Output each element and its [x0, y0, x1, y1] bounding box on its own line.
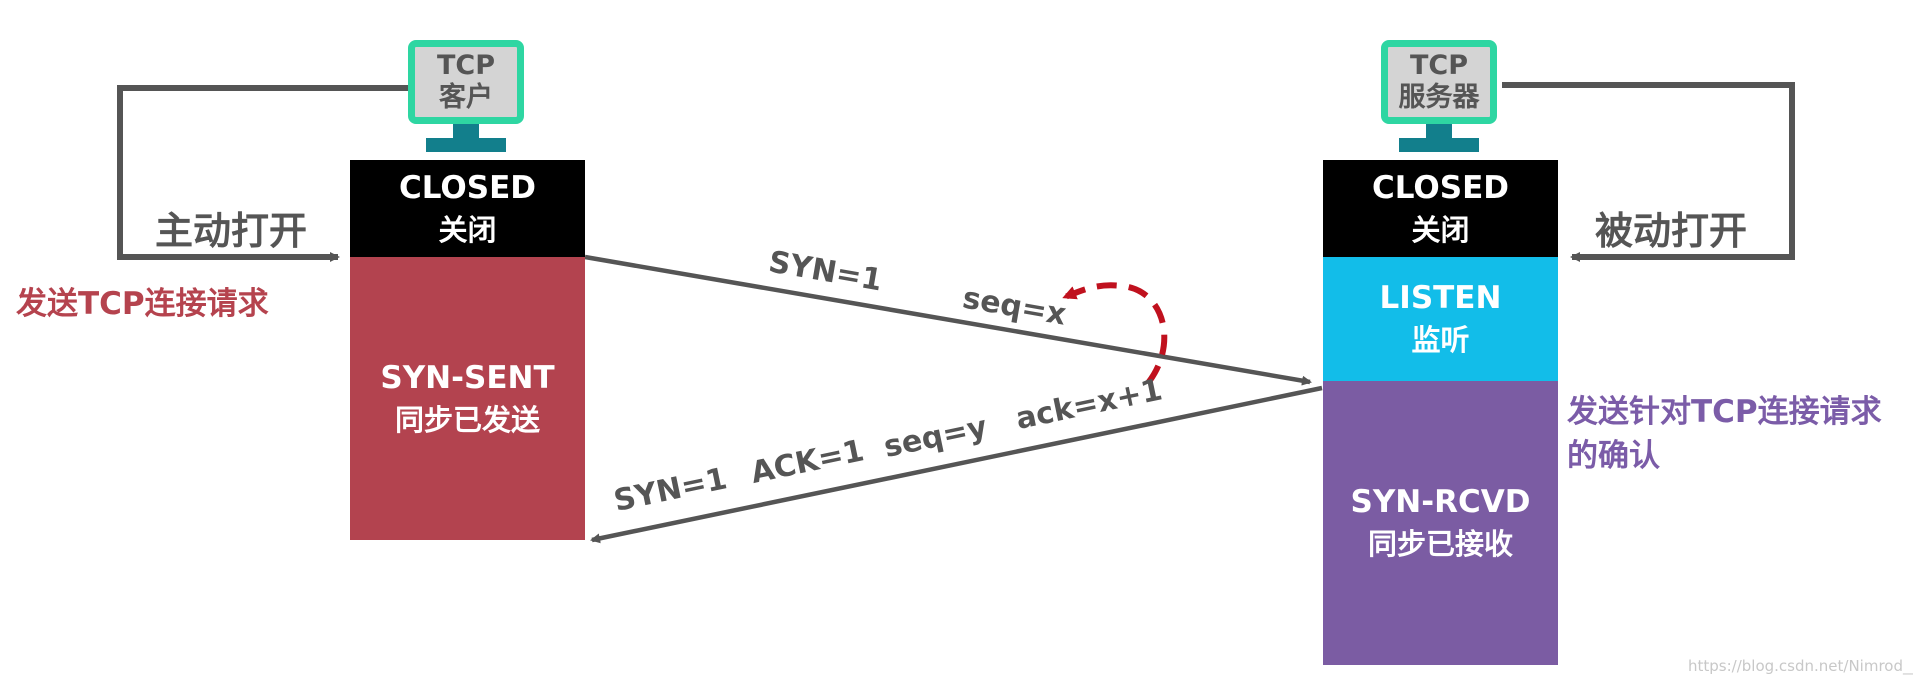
- syn-arrow: [584, 254, 1312, 386]
- server-ack-label-line1: 发送针对TCP连接请求: [1567, 394, 1882, 430]
- client-syn-sent-en: SYN-SENT: [380, 359, 555, 396]
- client-request-label: 发送TCP连接请求: [16, 286, 269, 322]
- server-ack-label-line2: 的确认: [1567, 438, 1660, 474]
- server-passive-open-label: 被动打开: [1595, 209, 1748, 253]
- watermark-text: https://blog.csdn.net/Nimrod__: [1688, 657, 1913, 675]
- server-closed-state: CLOSED 关闭: [1323, 160, 1558, 257]
- client-syn-sent-state: SYN-SENT 同步已发送: [350, 257, 585, 540]
- client-active-open-label: 主动打开: [155, 209, 308, 253]
- server-monitor-neck: [1426, 124, 1452, 138]
- server-listen-zh: 监听: [1411, 323, 1470, 357]
- client-monitor-base: [426, 138, 506, 152]
- server-monitor-screen: TCP 服务器: [1381, 40, 1497, 124]
- server-closed-zh: 关闭: [1411, 212, 1470, 247]
- client-closed-zh: 关闭: [438, 212, 497, 247]
- server-listen-en: LISTEN: [1379, 280, 1502, 316]
- server-closed-en: CLOSED: [1372, 169, 1509, 206]
- client-monitor-line1: TCP: [436, 50, 496, 81]
- syn-ack-arrow: [590, 385, 1323, 544]
- server-ack-label: 发送针对TCP连接请求 的确认: [1567, 390, 1882, 478]
- client-closed-state: CLOSED 关闭: [350, 160, 585, 257]
- client-closed-en: CLOSED: [399, 169, 536, 206]
- server-syn-rcvd-zh: 同步已接收: [1367, 527, 1513, 561]
- client-open-arrow: [117, 85, 408, 262]
- server-monitor-base: [1399, 138, 1479, 152]
- seq-to-ack-curve-arrow: [1062, 282, 1168, 385]
- client-monitor-line2: 客户: [439, 82, 493, 113]
- client-monitor-neck: [453, 124, 479, 138]
- client-monitor-screen: TCP 客户: [408, 40, 524, 124]
- server-syn-rcvd-en: SYN-RCVD: [1350, 484, 1531, 520]
- server-listen-state: LISTEN 监听: [1323, 257, 1558, 381]
- server-open-arrow: [1502, 82, 1795, 262]
- server-syn-rcvd-state: SYN-RCVD 同步已接收: [1323, 381, 1558, 665]
- server-monitor-line1: TCP: [1409, 50, 1469, 81]
- client-syn-sent-zh: 同步已发送: [394, 402, 540, 437]
- server-monitor-line2: 服务器: [1398, 82, 1480, 113]
